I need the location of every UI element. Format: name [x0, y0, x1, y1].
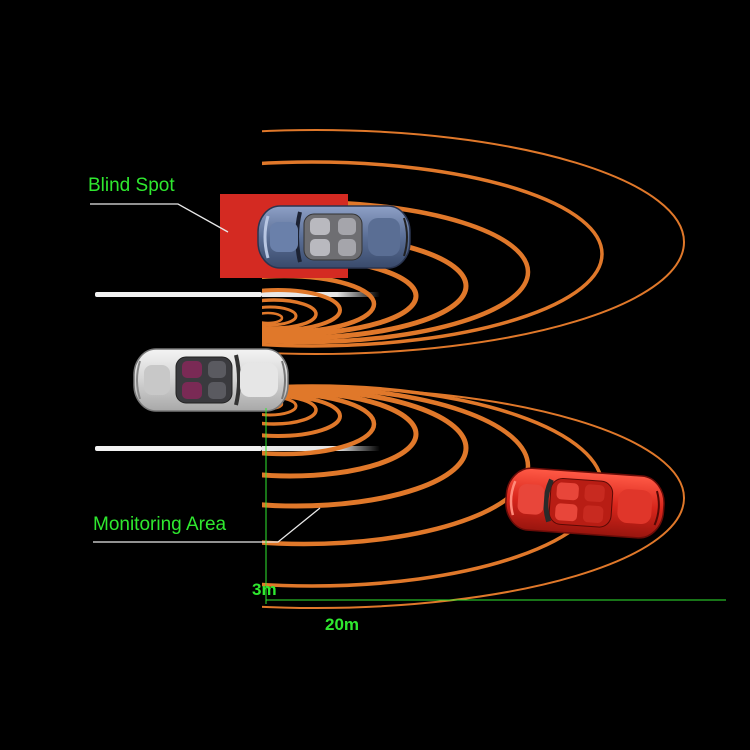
monitoring-area-leader-line	[93, 507, 321, 543]
blind-spot-leader-line	[90, 203, 229, 233]
blind-spot-label: Blind Spot	[88, 175, 175, 196]
length-marker-label: 20m	[325, 615, 359, 634]
blue-convertible-car-icon	[257, 205, 411, 269]
red-sports-car-icon	[505, 467, 665, 539]
monitoring-area-label: Monitoring Area	[93, 514, 227, 535]
silver-convertible-car-icon	[133, 348, 289, 412]
width-marker-label: 3m	[252, 580, 277, 599]
